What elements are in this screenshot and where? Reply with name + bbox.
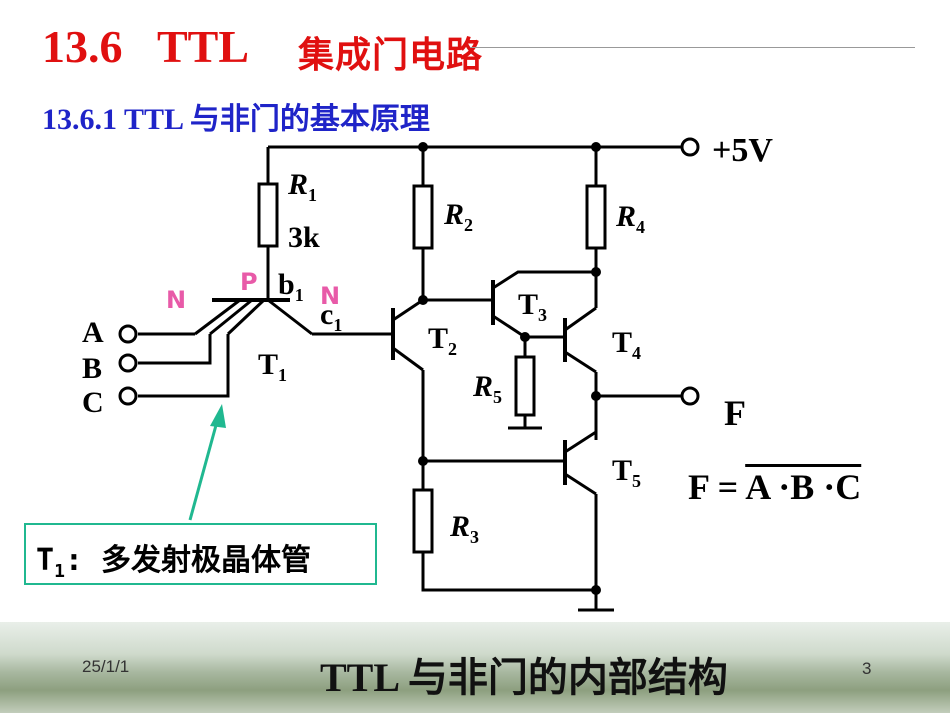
callout-arrow-shaft [188,417,220,521]
t3-collector [492,270,596,290]
slide-subtitle: 13.6.1 TTL 与非门的基本原理 [42,103,430,136]
t3-label: T3 [518,288,548,325]
r5-resistor [514,355,536,417]
t4-collector [564,306,597,332]
r3-resistor [412,488,434,554]
junction-dot [520,332,530,342]
junction-dot [591,391,601,401]
t4-emitter [564,350,597,374]
input-a-terminal [118,324,138,344]
r1-value: 3k [288,221,320,254]
callout-box [24,523,377,585]
r4-resistor [585,184,607,250]
junction-dot [591,142,601,152]
nand-formula: F = A ·B ·C [688,466,861,508]
junction-dot [418,295,428,305]
input-c-terminal [118,386,138,406]
t2-emitter [392,346,424,372]
vcc-terminal [680,137,700,157]
junction-dot [418,142,428,152]
t1-emitter-b [209,298,253,336]
t4-label: T4 [612,326,642,363]
r2-label: R2 [444,198,474,235]
b1-label: b1 [278,268,304,305]
t2-collector [392,298,424,322]
n-region-left: N [166,286,187,314]
t5-emitter [564,472,597,496]
title-rule [470,47,915,48]
input-c-label: C [82,386,104,419]
input-a-label: A [82,316,104,349]
slide-title-number: 13.6 TTL [42,21,250,72]
r4-label: R4 [616,200,646,237]
junction-dot [591,267,601,277]
footer-date: 25/1/1 [82,657,130,676]
r3-ground-wire [421,552,598,592]
input-b-wire [138,334,212,365]
t1-collector [267,298,313,336]
output-terminal [680,386,700,406]
footer-banner [0,622,950,713]
footer-page-number: 3 [862,659,872,678]
junction-dot [418,456,428,466]
r5-label: R5 [473,370,503,407]
formula-rhs: A ·B ·C [745,467,862,507]
slide-title-chinese: 集成门电路 [298,35,484,76]
t1-emitter-c [226,298,266,336]
t3-emitter [492,314,526,339]
formula-equals: = [717,467,739,507]
footer-title: TTL 与非门的内部结构 [320,655,728,700]
formula-lhs: F [688,467,709,507]
input-c-wire [138,334,230,398]
callout-text: T1: 多发射极晶体管 [36,543,312,582]
p-region: P [240,268,258,296]
slide-title-ttl: TTL [157,21,250,72]
r1-label: R1 [288,168,318,205]
t5-collector [564,430,597,454]
r1-resistor [257,182,279,248]
n-region-right: N [320,282,341,310]
r3-label: R3 [450,510,480,547]
supply-label: +5V [712,132,773,169]
t1-label: T1 [258,348,288,385]
output-label: F [724,393,746,433]
input-b-label: B [82,352,103,385]
c1-label: c1 [320,298,343,335]
t5-label: T5 [612,454,642,491]
junction-dot [591,585,601,595]
t2-label: T2 [428,322,458,359]
callout-arrow-head [210,404,226,428]
r2-resistor [412,184,434,250]
t1-emitter-a [194,298,241,336]
input-b-terminal [118,353,138,373]
